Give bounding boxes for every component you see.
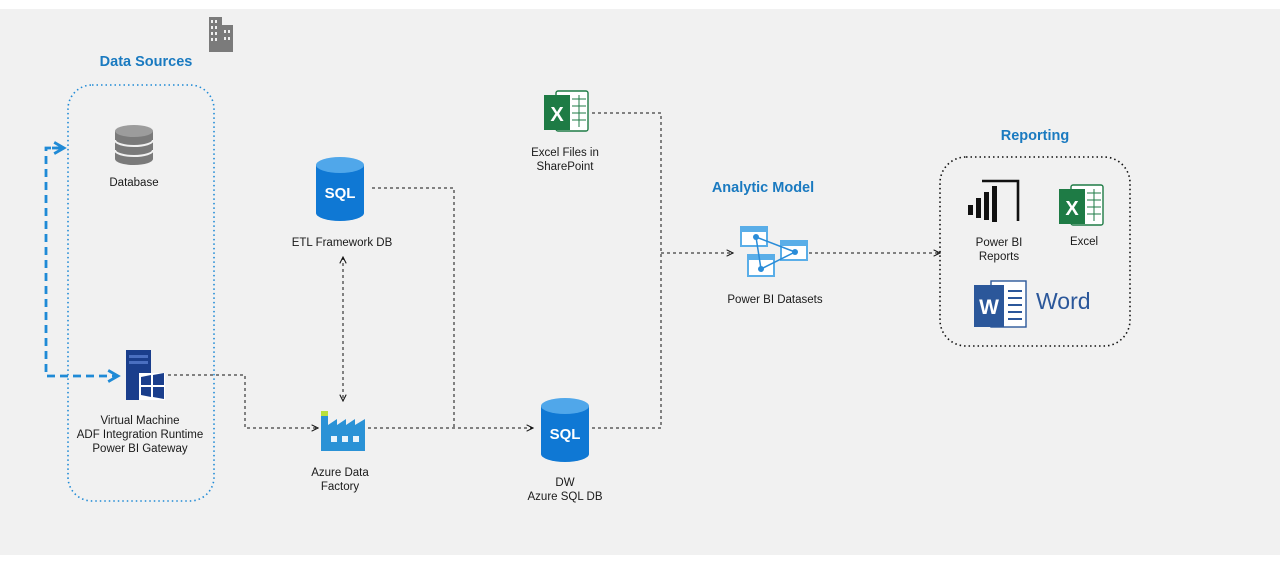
etl-to-dw-connector xyxy=(372,187,455,428)
excel-sharepoint-label: Excel Files in SharePoint xyxy=(510,146,620,174)
diagram-canvas: SQL SQL X X W Data Sources Analytic Mode… xyxy=(0,9,1280,555)
excel-icon xyxy=(544,90,589,132)
vm-to-adf-connector xyxy=(168,374,318,428)
reporting-title: Reporting xyxy=(1000,128,1070,144)
excel-label: Excel xyxy=(1069,236,1099,248)
db-vm-link xyxy=(44,146,121,383)
excel-sharepoint-line2: SharePoint xyxy=(536,161,594,173)
etl-label: ETL Framework DB xyxy=(291,237,393,249)
data-factory-icon xyxy=(321,411,365,451)
connectors-layer: SQL SQL X X W xyxy=(44,17,1131,502)
dataset-icon xyxy=(740,226,808,277)
word-icon-text: W xyxy=(979,296,999,319)
dw-label: DW Azure SQL DB xyxy=(515,476,615,504)
adf-label-line1: Azure Data xyxy=(311,467,369,479)
vm-label: Virtual Machine ADF Integration Runtime … xyxy=(60,414,220,456)
database-icon xyxy=(114,125,154,165)
adf-label-line2: Factory xyxy=(320,481,360,493)
analytic-model-title: Analytic Model xyxy=(711,180,815,196)
excel-icon-text: X xyxy=(550,104,564,126)
sql-icon-text: SQL xyxy=(325,185,356,202)
data-sources-title: Data Sources xyxy=(99,54,193,70)
dw-label-line2: Azure SQL DB xyxy=(527,491,603,503)
sql-icon-text: SQL xyxy=(550,426,581,443)
data-sources-container xyxy=(67,84,215,502)
windows-icon xyxy=(139,373,165,400)
excel-icon xyxy=(1059,184,1104,226)
excel-icon-text: X xyxy=(1065,198,1079,220)
word-icon xyxy=(974,280,1027,328)
adf-label: Azure Data Factory xyxy=(290,466,390,494)
sql-icon xyxy=(541,398,589,462)
vm-label-line3: Power BI Gateway xyxy=(92,443,188,455)
pbi-datasets-label: Power BI Datasets xyxy=(727,294,823,306)
excel-sharepoint-line1: Excel Files in xyxy=(531,147,599,159)
sql-icon xyxy=(316,157,364,221)
pbi-reports-line1: Power BI xyxy=(975,237,1023,249)
pbi-reports-line2: Reports xyxy=(978,251,1020,263)
building-icon xyxy=(209,17,233,52)
dw-label-line1: DW xyxy=(555,477,575,489)
word-label: Word xyxy=(1036,288,1091,314)
database-label: Database xyxy=(109,177,159,189)
power-bi-icon xyxy=(968,179,1020,222)
vm-label-line1: Virtual Machine xyxy=(100,415,180,427)
pbi-reports-label: Power BI Reports xyxy=(959,236,1039,264)
vm-label-line2: ADF Integration Runtime xyxy=(76,429,204,441)
